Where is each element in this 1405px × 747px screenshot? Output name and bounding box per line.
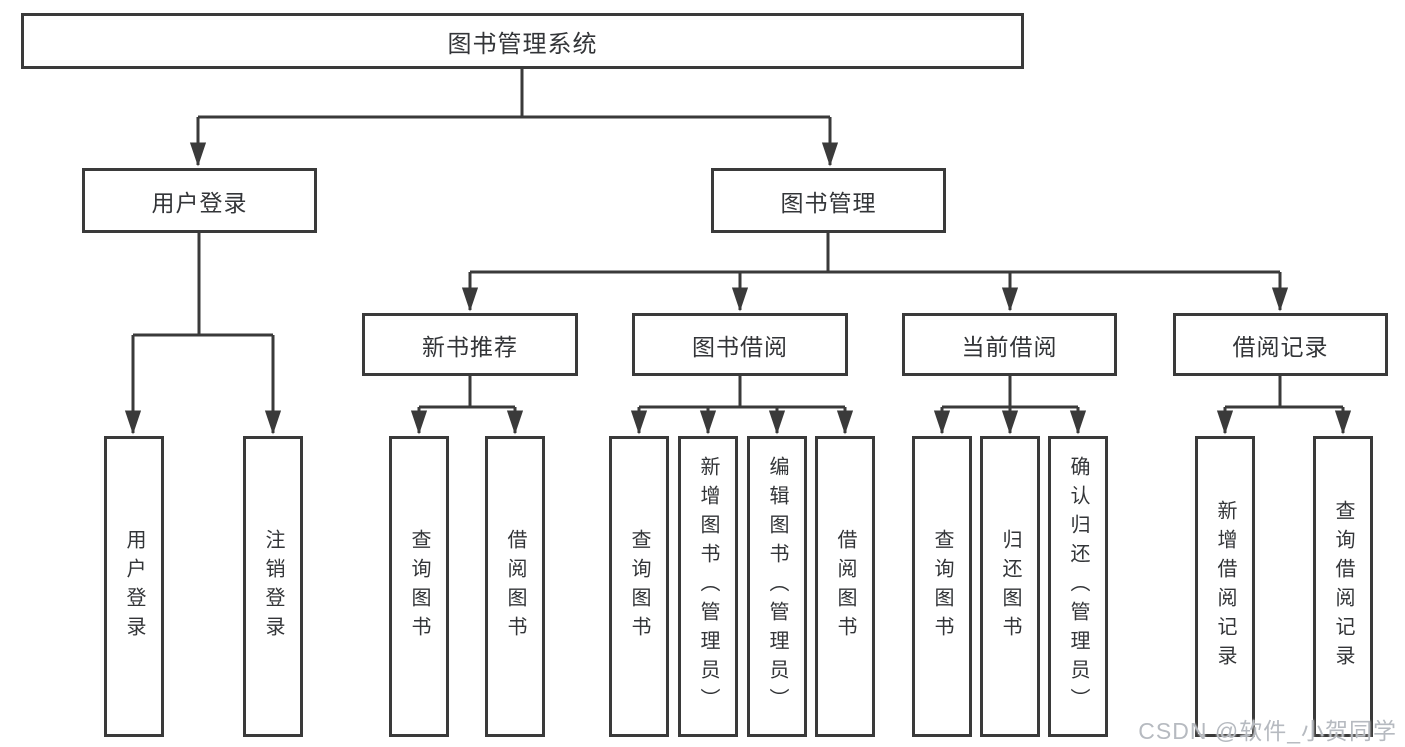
leaf-logout: 注销登录	[243, 436, 303, 737]
leaf-borrow-book: 借阅图书	[815, 436, 875, 737]
leaf-confirm-return-admin: 确认归还（管理员）	[1048, 436, 1108, 737]
leaf-query-borrow-record: 查询借阅记录	[1313, 436, 1373, 737]
leaf-query-books-borrowing: 查询图书	[609, 436, 669, 737]
leaf-add-borrow-record: 新增借阅记录	[1195, 436, 1255, 737]
leaf-query-books-current: 查询图书	[912, 436, 972, 737]
node-book-borrowing: 图书借阅	[632, 313, 848, 376]
node-borrowing-records: 借阅记录	[1173, 313, 1388, 376]
node-library-management-system: 图书管理系统	[21, 13, 1024, 69]
node-current-borrowing: 当前借阅	[902, 313, 1117, 376]
node-new-book-recommend: 新书推荐	[362, 313, 578, 376]
leaf-return-book: 归还图书	[980, 436, 1040, 737]
leaf-edit-book-admin: 编辑图书（管理员）	[747, 436, 807, 737]
leaf-borrow-book-recommend: 借阅图书	[485, 436, 545, 737]
leaf-user-login: 用户登录	[104, 436, 164, 737]
node-user-login: 用户登录	[82, 168, 317, 233]
leaf-add-book-admin: 新增图书（管理员）	[678, 436, 738, 737]
node-book-management: 图书管理	[711, 168, 946, 233]
csdn-watermark: CSDN @软件_小贺同学	[1138, 718, 1397, 744]
leaf-query-books-recommend: 查询图书	[389, 436, 449, 737]
